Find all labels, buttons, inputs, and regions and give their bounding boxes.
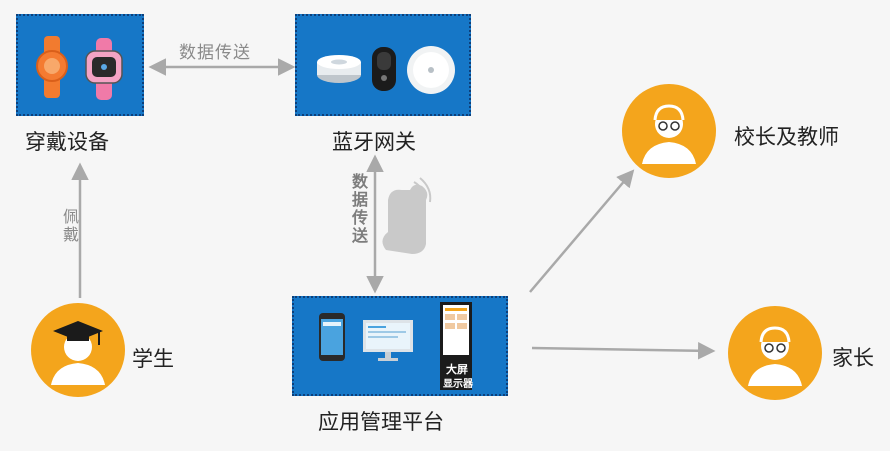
gateway-puck-icon: [317, 55, 361, 83]
gateway-box: [295, 14, 471, 116]
kid-watch-icon: [85, 38, 123, 100]
big-screen-icon: [440, 302, 472, 390]
monitor-icon: [363, 320, 413, 361]
phone-icon: [319, 313, 345, 361]
platform-box: [292, 296, 508, 396]
person-glasses-icon: [748, 326, 802, 386]
wearable-label: 穿戴设备: [25, 130, 109, 154]
gateway-icons: [317, 46, 455, 94]
big-screen-text-1: 大屏: [446, 363, 468, 376]
wearable-icons: [36, 36, 123, 100]
platform-icons: [319, 302, 472, 390]
graduate-icon: [51, 321, 105, 385]
wearable-devices-box: [16, 14, 144, 116]
platform-label: 应用管理平台: [318, 410, 444, 434]
parent-label: 家长: [832, 346, 874, 370]
gateway-label: 蓝牙网关: [332, 130, 416, 154]
principal-avatar: [622, 84, 716, 178]
gateway-disc-icon: [407, 46, 455, 94]
arrow-platform-principal: [529, 169, 635, 293]
gateway-cylinder-icon: [372, 47, 396, 91]
parent-avatar: [728, 306, 822, 400]
arrow-platform-parent: [531, 342, 716, 360]
student-avatar: [31, 303, 125, 397]
big-screen-text-2: 显示器: [443, 379, 473, 390]
edge-label-student-wearable: 佩戴: [60, 208, 79, 244]
edge-label-gateway-platform: 数据传送: [349, 173, 368, 245]
watch-band-icon: [36, 36, 68, 98]
person-glasses-icon: [642, 104, 696, 164]
principal-label: 校长及教师: [734, 125, 839, 149]
edge-label-wearable-gateway: 数据传送: [179, 43, 251, 63]
student-label: 学生: [132, 347, 174, 371]
